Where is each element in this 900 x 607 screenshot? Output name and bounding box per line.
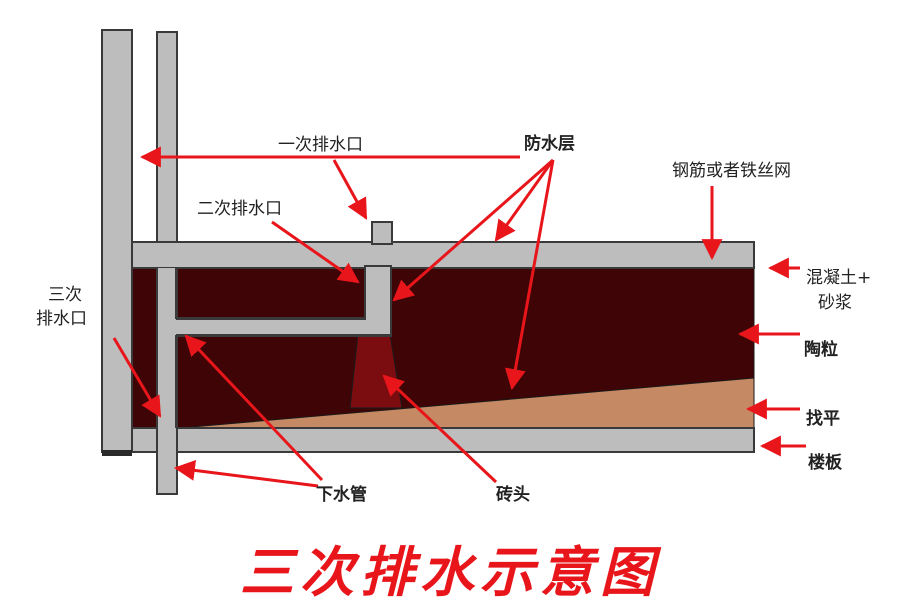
label-brick: 砖头 xyxy=(496,484,530,505)
arrow-waterproof-2 xyxy=(392,158,554,302)
arrow-drain-pipe-branch xyxy=(184,334,324,482)
label-leveling: 找平 xyxy=(806,408,840,429)
label-concrete-line2: 砂浆 xyxy=(818,293,852,313)
arrow-waterproof-3 xyxy=(505,159,555,391)
arrow-first-drain-stub xyxy=(332,159,368,220)
label-ceramsite: 陶粒 xyxy=(804,339,838,360)
first-drain-stub xyxy=(371,221,393,245)
diagram-title: 三次排水示意图 xyxy=(240,541,660,604)
label-third-drain-line1: 三次 xyxy=(48,285,82,305)
arrow-waterproof-1 xyxy=(494,159,555,242)
label-floor-slab: 楼板 xyxy=(808,452,843,473)
wall-base xyxy=(102,450,132,456)
label-waterproof-layer: 防水层 xyxy=(524,133,575,154)
label-drain-pipe: 下水管 xyxy=(316,484,367,505)
label-second-drain: 二次排水口 xyxy=(197,199,282,219)
label-steel-mesh: 钢筋或者铁丝网 xyxy=(672,161,791,181)
arrow-brick xyxy=(382,374,498,484)
label-third-drain-line2: 排水口 xyxy=(36,309,87,329)
label-first-drain: 一次排水口 xyxy=(278,135,363,155)
label-concrete-line1: 混凝土+ xyxy=(806,268,871,288)
arrow-second-drain xyxy=(271,220,360,284)
arrow-drain-pipe-vertical xyxy=(173,459,319,488)
arrow-third-drain xyxy=(112,337,162,418)
floor-slab xyxy=(101,427,755,453)
wall xyxy=(101,29,133,453)
annotation-arrows xyxy=(112,146,806,488)
